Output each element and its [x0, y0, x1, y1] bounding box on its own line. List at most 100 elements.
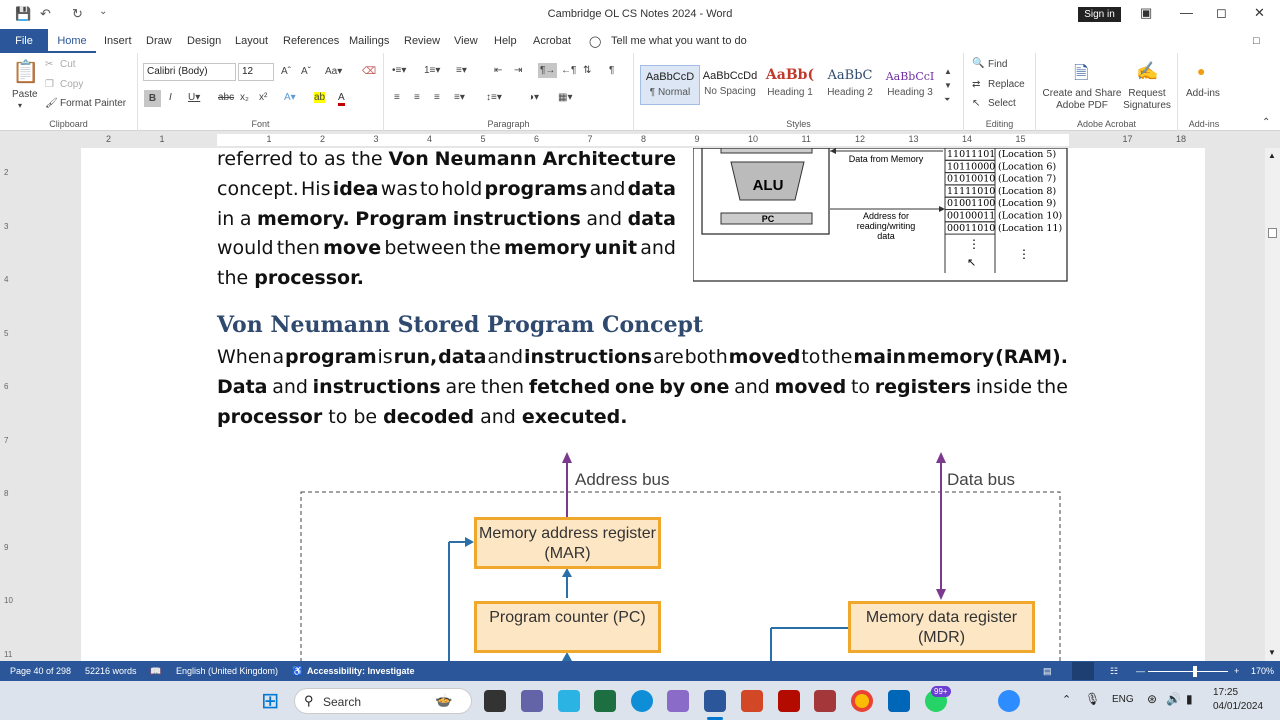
text-effects-icon[interactable]: A▾ — [284, 92, 296, 103]
increase-indent-icon[interactable]: ⇥ — [514, 65, 523, 76]
store-icon[interactable] — [888, 690, 910, 712]
tab-mailings[interactable]: Mailings — [349, 35, 390, 47]
zoom-slider-track[interactable] — [1148, 671, 1228, 672]
web-layout-icon[interactable]: ☷ — [1110, 666, 1119, 676]
page-count[interactable]: Page 40 of 298 — [10, 666, 72, 676]
line-spacing-icon[interactable]: ↕≡▾ — [486, 92, 502, 103]
comments-icon[interactable]: □ — [1253, 35, 1260, 47]
word-count[interactable]: 52216 words — [85, 666, 137, 676]
snipping-tool-icon[interactable] — [558, 690, 580, 712]
tab-references[interactable]: References — [283, 35, 340, 47]
scroll-up-icon[interactable]: ▲ — [1268, 151, 1276, 160]
ltr-icon[interactable]: ¶→ — [538, 63, 558, 78]
font-color-icon[interactable]: A — [338, 92, 345, 106]
find-button[interactable]: Find — [988, 59, 1008, 70]
teams-icon[interactable] — [521, 690, 543, 712]
styles-gallery-up-icon[interactable]: ▲ — [944, 67, 952, 76]
underline-icon[interactable]: U▾ — [188, 92, 201, 103]
undo-icon[interactable]: ↶ — [40, 6, 51, 21]
font-name-select[interactable]: Calibri (Body) — [143, 63, 236, 81]
access-icon[interactable] — [814, 690, 836, 712]
windows-start-icon[interactable]: ⊞ — [261, 688, 280, 713]
styles-gallery-down-icon[interactable]: ▼ — [944, 81, 952, 90]
collapse-ribbon-icon[interactable]: ⌃ — [1262, 117, 1271, 128]
tell-me-input[interactable]: Tell me what you want to do — [611, 35, 747, 47]
microphone-icon[interactable]: 🎙 — [1085, 692, 1101, 706]
scroll-thumb[interactable] — [1268, 228, 1277, 238]
ribbon-display-icon[interactable]: ▣ — [1140, 5, 1153, 20]
language-status[interactable]: English (United Kingdom) — [176, 666, 279, 676]
volume-icon[interactable]: 🔊 — [1166, 692, 1181, 706]
tab-insert[interactable]: Insert — [104, 35, 132, 47]
style-normal[interactable]: AaBbCcD ¶ Normal — [640, 65, 700, 105]
align-left-icon[interactable]: ≡ — [394, 92, 400, 103]
shading-icon[interactable]: ◑▾ — [528, 92, 540, 103]
wifi-icon[interactable]: ⊛ — [1147, 692, 1158, 706]
tab-design[interactable]: Design — [187, 35, 222, 47]
show-marks-icon[interactable]: ¶ — [609, 65, 615, 76]
justify-icon[interactable]: ≡▾ — [454, 92, 465, 103]
style-heading-2[interactable]: AaBbC Heading 2 — [827, 68, 873, 98]
styles-gallery-more-icon[interactable]: ⏷ — [944, 95, 951, 104]
select-button[interactable]: Select — [988, 98, 1016, 109]
clock-date[interactable]: 04/01/2024 — [1213, 701, 1264, 712]
accessibility-status[interactable]: Accessibility: Investigate — [307, 666, 415, 676]
sign-in-button[interactable]: Sign in — [1078, 7, 1121, 22]
addins-button[interactable]: Add-ins — [1186, 88, 1220, 99]
save-icon[interactable]: 💾 — [15, 6, 32, 21]
change-case-icon[interactable]: Aa▾ — [325, 66, 343, 77]
powerpoint-icon[interactable] — [741, 690, 763, 712]
acrobat-icon[interactable] — [778, 690, 800, 712]
numbering-icon[interactable]: 1≡▾ — [424, 65, 441, 76]
input-language[interactable]: ENG — [1112, 694, 1134, 705]
tab-view[interactable]: View — [454, 35, 478, 47]
paste-button[interactable]: Paste — [12, 89, 38, 100]
tab-layout[interactable]: Layout — [235, 35, 269, 47]
paste-dropdown-icon[interactable]: ▾ — [18, 101, 23, 110]
sort-icon[interactable]: ⇅ — [583, 65, 592, 76]
edge-icon[interactable] — [631, 690, 653, 712]
print-layout-icon[interactable] — [1072, 662, 1094, 680]
format-painter-button[interactable]: Format Painter — [60, 98, 127, 109]
create-share-pdf-button[interactable]: Create and Share Adobe PDF — [1042, 88, 1122, 111]
cut-button[interactable]: Cut — [60, 59, 76, 70]
zoom-out-button[interactable]: — — [1136, 666, 1145, 676]
excel-icon[interactable] — [594, 690, 616, 712]
italic-icon[interactable]: I — [169, 92, 172, 103]
font-size-select[interactable]: 12 — [238, 63, 274, 81]
task-view-icon[interactable] — [484, 690, 506, 712]
grow-font-icon[interactable]: Aˆ — [281, 66, 291, 77]
maximize-button[interactable]: ◻ — [1216, 5, 1227, 20]
align-center-icon[interactable]: ≡ — [414, 92, 420, 103]
paste-icon[interactable]: 📋 — [12, 59, 40, 84]
zoom-slider-thumb[interactable] — [1193, 666, 1197, 677]
zoom-app-icon[interactable] — [998, 690, 1020, 712]
bold-icon[interactable]: B — [144, 90, 161, 107]
close-button[interactable]: ✕ — [1254, 5, 1265, 20]
style-no-spacing[interactable]: AaBbCcDd No Spacing — [702, 70, 758, 97]
clock-time[interactable]: 17:25 — [1213, 687, 1239, 698]
subscript-icon[interactable]: x₂ — [240, 92, 249, 103]
tab-file[interactable]: File — [0, 29, 48, 53]
tab-draw[interactable]: Draw — [146, 35, 172, 47]
decrease-indent-icon[interactable]: ⇤ — [494, 65, 503, 76]
replace-button[interactable]: Replace — [988, 79, 1025, 90]
notepad-icon[interactable] — [667, 690, 689, 712]
zoom-in-button[interactable]: + — [1234, 666, 1240, 676]
bullets-icon[interactable]: •≡▾ — [392, 65, 407, 76]
style-heading-3[interactable]: AaBbCcI Heading 3 — [885, 70, 935, 98]
highlight-icon[interactable]: ab — [314, 92, 326, 103]
tab-acrobat[interactable]: Acrobat — [533, 35, 571, 47]
shrink-font-icon[interactable]: Aˇ — [301, 66, 311, 77]
tab-help[interactable]: Help — [494, 35, 517, 47]
word-taskbar-icon[interactable] — [704, 690, 726, 712]
borders-icon[interactable]: ▦▾ — [558, 92, 573, 103]
customize-toolbar-icon[interactable]: ⌄ — [99, 6, 108, 17]
chrome-icon[interactable] — [851, 690, 873, 712]
rtl-icon[interactable]: ←¶ — [561, 65, 577, 76]
taskbar-search[interactable]: ⚲ Search 🍲 — [294, 688, 472, 714]
read-mode-icon[interactable]: ▤ — [1043, 666, 1052, 676]
